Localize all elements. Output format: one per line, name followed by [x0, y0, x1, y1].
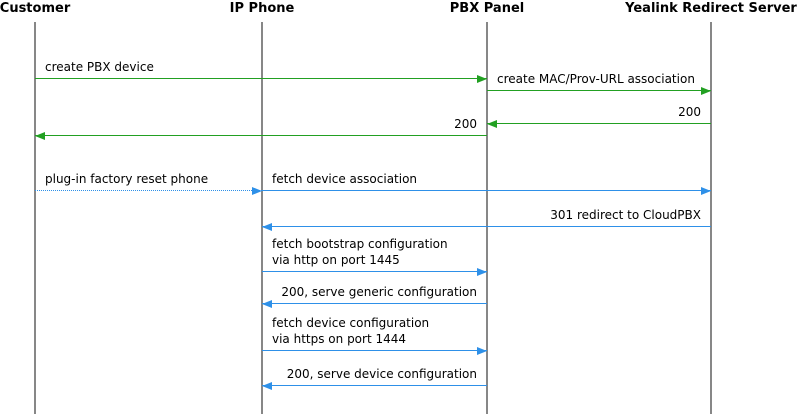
participant-customer: Customer	[0, 1, 71, 16]
message-arrow-10	[262, 385, 487, 386]
message-label-3: 200	[454, 116, 477, 132]
message-label-line: create MAC/Prov-URL association	[497, 72, 695, 86]
message-arrow-3	[35, 135, 487, 136]
message-label-1: create MAC/Prov-URL association	[497, 71, 695, 87]
arrowhead-icon	[252, 187, 262, 195]
message-label-line: 200, serve device configuration	[286, 367, 477, 381]
message-label-line: via https on port 1444	[272, 332, 407, 346]
message-arrow-4	[35, 190, 262, 191]
message-label-10: 200, serve device configuration	[287, 366, 477, 382]
arrowhead-icon	[701, 187, 711, 195]
message-label-line: 200	[678, 105, 701, 119]
arrowhead-icon	[262, 382, 272, 390]
message-label-line: 301 redirect to CloudPBX	[550, 208, 701, 222]
message-label-4: plug-in factory reset phone	[45, 171, 208, 187]
arrowhead-icon	[487, 120, 497, 128]
message-arrow-2	[487, 123, 711, 124]
message-label-5: fetch device association	[272, 171, 417, 187]
message-label-line: via http on port 1445	[272, 253, 400, 267]
participant-ip-phone: IP Phone	[229, 1, 295, 16]
message-label-9: fetch device configuration via https on p…	[272, 315, 429, 347]
participant-pbx-panel: PBX Panel	[449, 1, 525, 16]
arrowhead-icon	[477, 75, 487, 83]
arrowhead-icon	[477, 347, 487, 355]
message-label-6: 301 redirect to CloudPBX	[550, 207, 701, 223]
message-label-line: 200, serve generic configuration	[281, 285, 477, 299]
message-label-line: create PBX device	[45, 60, 154, 74]
message-arrow-0	[35, 78, 487, 79]
lifeline-ip-phone	[261, 22, 263, 414]
message-arrow-9	[262, 350, 487, 351]
participant-yealink-redirect-server: Yealink Redirect Server	[625, 1, 797, 16]
message-label-line: fetch bootstrap configuration	[272, 237, 448, 251]
message-arrow-1	[487, 90, 711, 91]
message-label-0: create PBX device	[45, 59, 154, 75]
message-label-line: 200	[454, 117, 477, 131]
lifeline-customer	[34, 22, 36, 414]
message-arrow-7	[262, 271, 487, 272]
arrowhead-icon	[701, 87, 711, 95]
arrowhead-icon	[262, 300, 272, 308]
message-label-line: fetch device association	[272, 172, 418, 186]
lifeline-pbx-panel	[486, 22, 488, 414]
message-arrow-6	[262, 226, 711, 227]
arrowhead-icon	[35, 132, 45, 140]
message-label-2: 200	[678, 104, 701, 120]
lifeline-yealink-redirect-server	[710, 22, 712, 414]
message-arrow-5	[262, 190, 711, 191]
message-arrow-8	[262, 303, 487, 304]
message-label-line: plug-in factory reset phone	[45, 172, 209, 186]
message-label-8: 200, serve generic configuration	[281, 284, 477, 300]
arrowhead-icon	[477, 268, 487, 276]
arrowhead-icon	[262, 223, 272, 231]
message-label-7: fetch bootstrap configuration via http on…	[272, 236, 448, 268]
message-label-line: fetch device configuration	[272, 316, 430, 330]
